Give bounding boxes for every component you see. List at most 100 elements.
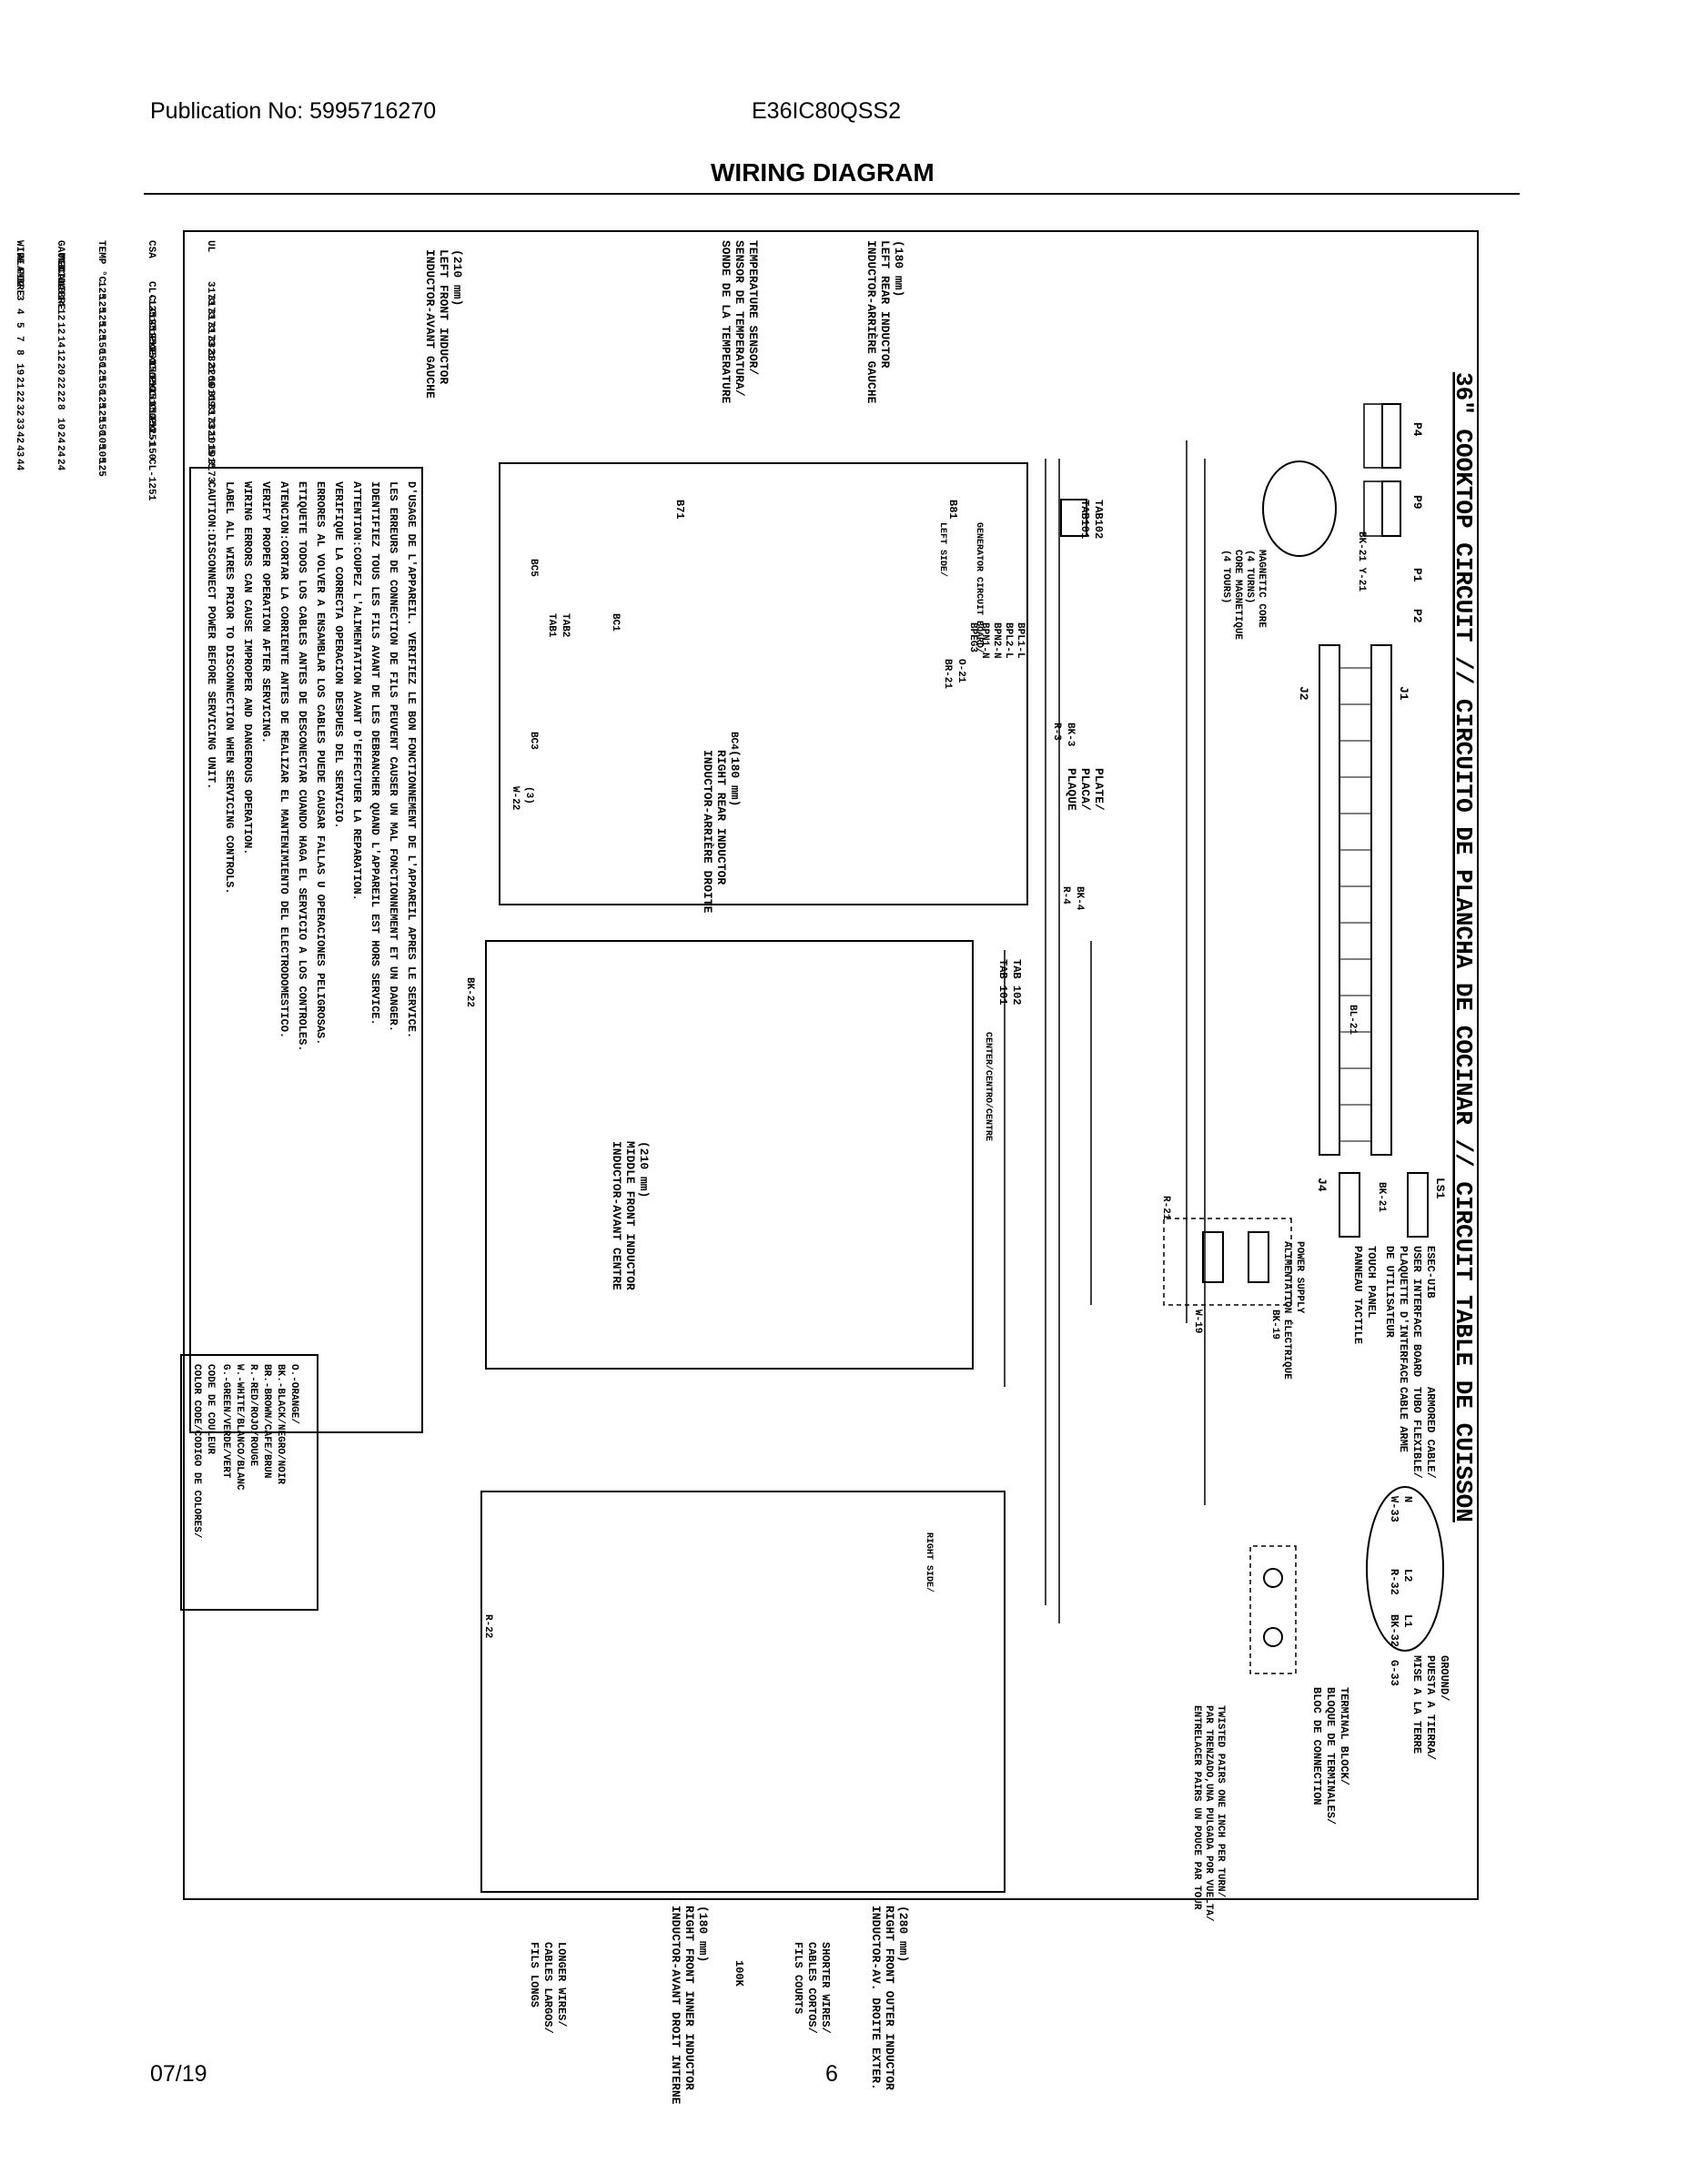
- board-connector-labels: BC1 BC3 BC4 BC5 TAB1 TAB2: [528, 559, 739, 750]
- svg-text:(3): (3): [523, 786, 534, 804]
- svg-text:1015: 1015: [205, 431, 216, 456]
- svg-text:BPEG3: BPEG3: [967, 622, 978, 652]
- svg-text:L2: L2: [1401, 1569, 1414, 1582]
- right-front-outer-inductor-label: (280 mm) RIGHT FRONT OUTER INDUCTOR INDU…: [869, 1906, 910, 2090]
- diagram-frame: [183, 230, 1479, 1900]
- svg-text:INDUCTOR-AV. DROITE EXTER.: INDUCTOR-AV. DROITE EXTER.: [869, 1906, 883, 2090]
- svg-text:GENERATOR CIRCUIT BOARD/: GENERATOR CIRCUIT BOARD/: [974, 522, 985, 653]
- svg-text:BPL1-L: BPL1-L: [1015, 622, 1026, 659]
- svg-text:G.-GREEN/VERDE/VERT: G.-GREEN/VERDE/VERT: [220, 1364, 231, 1479]
- svg-text:BC4: BC4: [728, 732, 739, 750]
- connector-j1-j2: J1 J2 BL-21: [1297, 644, 1410, 1156]
- svg-text:INDUCTOR-ARRIÈRE GAUCHE: INDUCTOR-ARRIÈRE GAUCHE: [864, 240, 878, 404]
- svg-text:PUESTA A TIERRA/: PUESTA A TIERRA/: [1424, 1655, 1437, 1760]
- svg-text:125: 125: [96, 308, 106, 327]
- svg-text:ERRORES AL VOLVER A ENSAMBLAR: ERRORES AL VOLVER A ENSAMBLAR LOS CABLES…: [314, 481, 327, 1045]
- svg-text:CABLES LARGOS/: CABLES LARGOS/: [541, 1942, 554, 2034]
- svg-text:BK-3: BK-3: [1065, 723, 1076, 747]
- svg-text:G-33: G-33: [1388, 1660, 1400, 1686]
- svg-text:CALIBRE: CALIBRE: [55, 268, 66, 310]
- svg-text:MIDDLE FRONT INDUCTOR: MIDDLE FRONT INDUCTOR: [623, 1141, 637, 1290]
- publication-number: Publication No: 5995716270: [150, 98, 437, 124]
- svg-text:3173: 3173: [205, 281, 216, 306]
- svg-text:P9: P9: [1410, 495, 1424, 510]
- board-wire-labels: BK-3 R-3 BK-4 R-4 O-21 BR-21 (3) W-22 R-…: [464, 659, 1085, 1638]
- svg-text:BLOQUE DE TERMINALES/: BLOQUE DE TERMINALES/: [1324, 1687, 1337, 1825]
- svg-text:FILS LONGS: FILS LONGS: [528, 1942, 541, 2007]
- svg-text:LES ERREURS DE CONNECTION DE F: LES ERREURS DE CONNECTION DE FILS PEUVEN…: [387, 481, 399, 1032]
- svg-text:12: 12: [55, 349, 66, 361]
- svg-text:19: 19: [14, 363, 25, 375]
- wire-w19: W-19: [1192, 1309, 1203, 1333]
- svg-text:105: 105: [96, 431, 106, 450]
- mains-labels: N W-33 L2 R-32 L1 BK-32 G-33: [1388, 1496, 1414, 1686]
- armored-cable: [1366, 1486, 1444, 1652]
- cooktop-circuit-title: 36" COOKTOP CIRCUIT // CIRCUITO DE PLANC…: [1450, 372, 1477, 1522]
- svg-text:BR-21: BR-21: [942, 659, 953, 689]
- connector-p4: P4: [1363, 403, 1424, 469]
- svg-text:3173: 3173: [205, 295, 216, 319]
- svg-text:EXL-150: EXL-150: [146, 336, 157, 378]
- svg-text:3173: 3173: [205, 322, 216, 347]
- svg-text:D'USAGE DE L'APPAREIL. VERIFIE: D'USAGE DE L'APPAREIL. VERIFIEZ LE BON F…: [405, 481, 418, 1038]
- svg-text:BR.-BROWN/CAFE/BRUN: BR.-BROWN/CAFE/BRUN: [261, 1364, 272, 1478]
- svg-text:R-22: R-22: [482, 1614, 493, 1638]
- magnetic-core-label: MAGNETIC CORE (4 TURNS) CORE MAGNETIQUE …: [1220, 550, 1267, 640]
- svg-text:CODE DE COULEUR: CODE DE COULEUR: [205, 1364, 216, 1454]
- svg-text:PAR TRENZADO,UNA PULGADA POR V: PAR TRENZADO,UNA PULGADA POR VUELTA/: [1203, 1705, 1214, 1922]
- svg-text:LABEL ALL WIRES PRIOR TO DISCO: LABEL ALL WIRES PRIOR TO DISCONNECTION W…: [223, 481, 236, 895]
- wire-runs: [1004, 440, 1206, 1623]
- svg-text:WIRE: WIRE: [14, 240, 25, 265]
- svg-text:7: 7: [14, 336, 25, 342]
- svg-text:BK-22: BK-22: [464, 977, 475, 1007]
- svg-text:TWISTED PAIRS ONE INCH PER TUR: TWISTED PAIRS ONE INCH PER TURN/: [1215, 1705, 1226, 1898]
- svg-text:(280 mm): (280 mm): [896, 1906, 910, 1962]
- svg-text:BK.-BLACK/NEGRO/NOIR: BK.-BLACK/NEGRO/NOIR: [275, 1364, 286, 1484]
- svg-text:CENTER/CENTRO/CENTRE: CENTER/CENTRO/CENTRE: [983, 1032, 994, 1141]
- svg-text:CABLE ARME: CABLE ARME: [1397, 1387, 1410, 1452]
- connector-p2: P2: [1410, 609, 1424, 623]
- svg-text:(4 TOURS): (4 TOURS): [1220, 550, 1231, 603]
- svg-text:RIGHT FRONT OUTER INDUCTOR: RIGHT FRONT OUTER INDUCTOR: [883, 1906, 896, 2090]
- svg-text:R-4: R-4: [1060, 886, 1071, 905]
- touch-panel-label: TOUCH PANEL PANNEAU TACTILE: [1351, 1246, 1378, 1344]
- svg-text:LEFT REAR INDUCTOR: LEFT REAR INDUCTOR: [878, 240, 892, 369]
- footer-date: 07/19: [150, 2061, 207, 2087]
- svg-text:GROUND/: GROUND/: [1438, 1655, 1450, 1701]
- svg-text:UL: UL: [205, 240, 216, 253]
- svg-text:PLAQUE: PLAQUE: [1065, 768, 1078, 811]
- svg-text:1015: 1015: [205, 445, 216, 470]
- svg-text:BK-4: BK-4: [1074, 886, 1085, 911]
- svg-text:PLACA/: PLACA/: [1078, 768, 1092, 811]
- board-pin-labels: BPL1-L BPL2-L BPN2-N BPN1-N BPEG3: [967, 622, 1026, 659]
- svg-text:3321: 3321: [205, 336, 216, 360]
- svg-text:21: 21: [14, 377, 25, 389]
- connector-p1: P1: [1410, 568, 1424, 582]
- svg-text:L1: L1: [1401, 1614, 1414, 1627]
- svg-text:BC1: BC1: [610, 613, 621, 632]
- svg-text:BC5: BC5: [528, 559, 539, 577]
- svg-text:R-3: R-3: [1051, 723, 1062, 741]
- svg-text:12: 12: [55, 322, 66, 334]
- svg-text:SHORTER WIRES/: SHORTER WIRES/: [819, 1942, 832, 2034]
- svg-text:12: 12: [55, 308, 66, 320]
- svg-text:FIL: FIL: [14, 268, 25, 286]
- svg-text:TAB102: TAB102: [1092, 500, 1105, 539]
- svg-text:BPN1-N: BPN1-N: [979, 622, 990, 659]
- svg-text:3173: 3173: [205, 308, 216, 333]
- svg-text:RIGHT REAR INDUCTOR: RIGHT REAR INDUCTOR: [714, 750, 728, 885]
- generator-board-right: RIGHT SIDE/: [480, 1491, 1006, 1893]
- middle-front-inductor-label: (210 mm) MIDDLE FRONT INDUCTOR INDUCTOR-…: [610, 1141, 651, 1290]
- svg-text:3173: 3173: [205, 459, 216, 483]
- svg-text:BLOC DE CONNECTION: BLOC DE CONNECTION: [1310, 1687, 1323, 1805]
- svg-text:125: 125: [96, 281, 106, 299]
- svg-text:3: 3: [14, 295, 25, 301]
- svg-text:ARMORED CABLE/: ARMORED CABLE/: [1424, 1387, 1437, 1479]
- svg-text:22: 22: [14, 390, 25, 402]
- svg-text:(180 mm): (180 mm): [892, 240, 905, 297]
- twisted-pairs-label: TWISTED PAIRS ONE INCH PER TURN/ PAR TRE…: [1191, 1705, 1226, 1922]
- svg-text:CL-1251: CL-1251: [146, 322, 157, 365]
- svg-text:TOUCH PANEL: TOUCH PANEL: [1365, 1246, 1378, 1318]
- right-rear-inductor-label: (180 mm) RIGHT REAR INDUCTOR INDUCTOR-AR…: [701, 750, 742, 914]
